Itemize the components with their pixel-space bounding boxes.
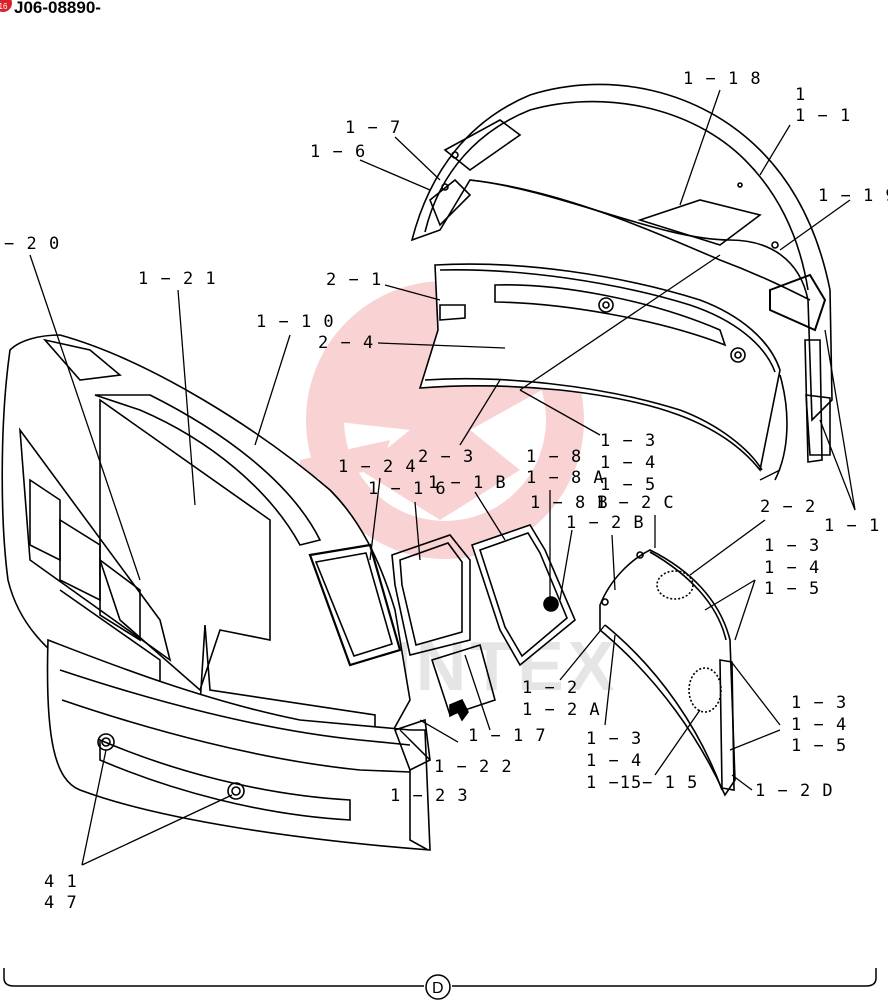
label-1-3-a: 1 − 3	[600, 431, 656, 451]
label-1-2A: 1 − 2 A	[522, 700, 601, 720]
label-1-2D: 1 − 2 D	[755, 781, 834, 801]
label-1-22: 1 − 2 2	[434, 757, 513, 777]
label-1-2C: 1 − 2 C	[596, 493, 675, 513]
label-1-4-b: 1 − 4	[764, 558, 820, 578]
label-2-2: 2 − 2	[760, 497, 816, 517]
rear-fender-top	[410, 83, 833, 463]
label-1-8B: 1 − 8 B	[530, 493, 609, 513]
inner-fender-panel	[418, 263, 788, 481]
side-panel	[599, 549, 736, 797]
label-41: 4 1	[44, 872, 78, 892]
leader-lines	[29, 89, 856, 866]
label-1-4-a: 1 − 4	[600, 453, 656, 473]
label-1-1-top: 1 − 1	[795, 106, 851, 126]
label-1-18: 1 − 1 8	[683, 69, 762, 89]
sheet-marker-letter: D	[432, 980, 444, 997]
label-1-5-a: 1 − 5	[600, 475, 656, 495]
label-1-4-d: 1 − 4	[586, 751, 642, 771]
label-1-3-d: 1 − 3	[586, 729, 642, 749]
label-1-24: 1 − 2 4	[338, 457, 417, 477]
part-labels: 1 − 1 8 1 1 − 1 1 − 1 9 1 − 7 1 − 6 − 2 …	[4, 69, 888, 913]
label-1-5-c: 1 − 5	[791, 736, 847, 756]
label-1-3-c: 1 − 3	[791, 693, 847, 713]
light-cover-parts	[391, 524, 576, 722]
label-47: 4 7	[44, 893, 78, 913]
label-1-20: − 2 0	[4, 234, 60, 254]
label-1-3-b: 1 − 3	[764, 536, 820, 556]
page-badge: 16	[0, 0, 12, 12]
label-1-1B: 1 − 1 B	[428, 473, 507, 493]
label-1-21: 1 − 2 1	[138, 269, 217, 289]
label-1-16: 1 − 1 6	[368, 479, 447, 499]
label-1: 1	[795, 85, 806, 105]
label-1-8: 1 − 8	[526, 447, 582, 467]
label-1-8A: 1 − 8 A	[526, 468, 605, 488]
label-1-10: 1 − 1 0	[256, 312, 335, 332]
lower-front-panel	[46, 638, 431, 851]
label-1-1-right: 1 − 1	[824, 516, 880, 536]
label-2-1: 2 − 1	[326, 270, 382, 290]
label-2-4: 2 − 4	[318, 333, 374, 353]
label-1-2: 1 − 2	[522, 678, 578, 698]
label-1-15: 1 −15− 1 5	[586, 773, 698, 793]
label-1-2B: 1 − 2 B	[566, 513, 645, 533]
label-2-3: 2 − 3	[418, 447, 474, 467]
label-1-17: 1 − 1 7	[468, 726, 547, 746]
label-1-5-b: 1 − 5	[764, 579, 820, 599]
label-1-7: 1 − 7	[345, 118, 401, 138]
label-1-6: 1 − 6	[310, 142, 366, 162]
label-1-19: 1 − 1 9	[818, 186, 888, 206]
label-1-23: 1 − 2 3	[390, 786, 469, 806]
document-id: J06-08890-	[14, 0, 101, 17]
label-1-4-c: 1 − 4	[791, 715, 847, 735]
sheet-bracket	[3, 968, 877, 1000]
front-hood	[1, 334, 411, 746]
